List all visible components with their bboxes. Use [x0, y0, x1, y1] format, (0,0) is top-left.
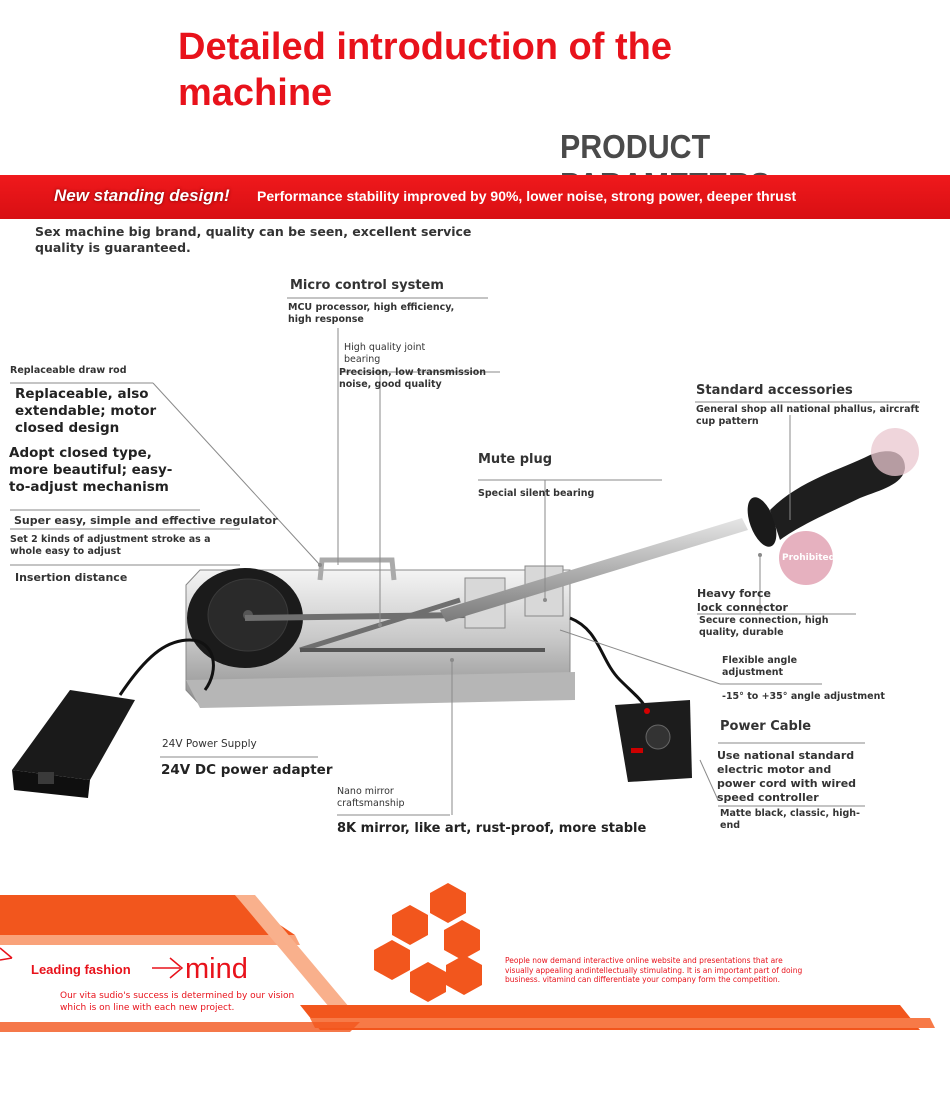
angle-title: Flexible angle adjustment: [722, 655, 798, 678]
adopt-closed-text: Adopt closed type, more beautiful; easy-…: [9, 445, 173, 495]
mute-plug-title: Mute plug: [478, 452, 553, 467]
stroke-text: Set 2 kinds of adjustment stroke as a wh…: [10, 534, 211, 557]
micro-control-title: Micro control system: [290, 278, 444, 293]
micro-control-desc: MCU processor, high efficiency, high res…: [288, 302, 455, 325]
draw-rod-title: Replaceable draw rod: [10, 365, 127, 376]
leading-fashion: Leading fashion: [31, 962, 131, 977]
mute-plug-desc: Special silent bearing: [478, 488, 595, 499]
mirror-title: Nano mirror craftsmanship: [337, 786, 405, 809]
lock-connector-title: Heavy force lock connector: [697, 587, 788, 614]
mirror-desc: 8K mirror, like art, rust-proof, more st…: [337, 821, 647, 836]
mind-word: mind: [185, 953, 248, 985]
power-cable-title: Power Cable: [720, 719, 812, 734]
vita-text: Our vita sudio's success is determined b…: [60, 991, 295, 1013]
page-title: Detailed introduction of the machine: [178, 26, 672, 114]
people-text: People now demand interactive online web…: [505, 956, 803, 984]
banner-text: Performance stability improved by 90%, l…: [257, 188, 797, 204]
footer-graphic: [0, 883, 935, 1032]
joint-bearing-desc: Precision, low transmission noise, good …: [339, 367, 487, 390]
intro-text: Sex machine big brand, quality can be se…: [35, 224, 472, 255]
draw-rod-desc: Replaceable, also extendable; motor clos…: [15, 386, 157, 436]
power-supply-title: 24V Power Supply: [162, 738, 257, 750]
lock-connector-desc: Secure connection, high quality, durable: [699, 615, 829, 638]
angle-desc: -15° to +35° angle adjustment: [722, 691, 885, 702]
power-supply-desc: 24V DC power adapter: [161, 762, 333, 778]
machine-illustration: [12, 428, 919, 798]
prohibited-label: Prohibited: [782, 553, 836, 563]
power-cable-desc: Use national standard electric motor and…: [717, 749, 857, 804]
accessories-title: Standard accessories: [696, 383, 853, 398]
banner-lead: New standing design!: [54, 186, 230, 205]
regulator-text: Super easy, simple and effective regulat…: [14, 514, 278, 527]
matte-black-text: Matte black, classic, high-end: [720, 808, 860, 831]
red-banner: [0, 175, 950, 219]
accessories-desc: General shop all national phallus, aircr…: [696, 404, 920, 427]
insertion-distance: Insertion distance: [15, 571, 128, 584]
joint-bearing-title: High quality joint bearing: [344, 342, 426, 365]
